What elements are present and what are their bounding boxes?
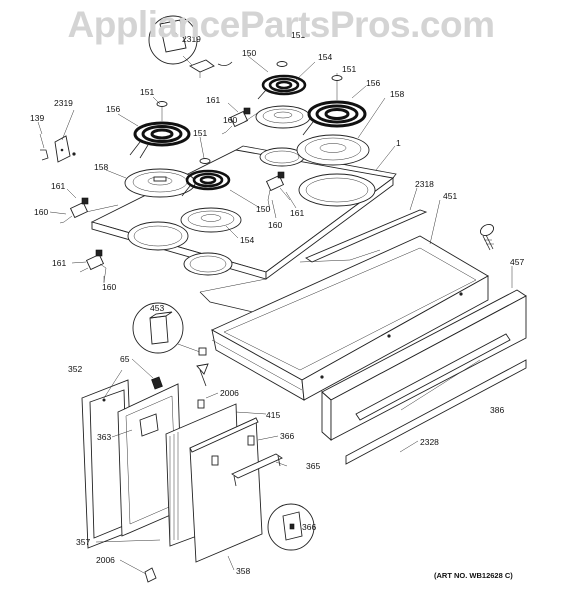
callout-161-right: 161 xyxy=(290,208,304,218)
drip-pan-158-right xyxy=(296,134,370,166)
callout-2319-top: 2319 xyxy=(182,34,201,44)
callout-363: 363 xyxy=(97,432,111,442)
callout-161-mid: 161 xyxy=(206,95,220,105)
callout-453: 453 xyxy=(150,303,164,313)
callout-415: 415 xyxy=(266,410,280,420)
callout-365: 365 xyxy=(306,461,320,471)
callout-2319-left: 2319 xyxy=(54,98,73,108)
callout-151-center: 151 xyxy=(193,128,207,138)
callout-158-left: 158 xyxy=(94,162,108,172)
clip-139 xyxy=(39,133,49,161)
callout-160-mid: 160 xyxy=(223,115,237,125)
bracket-2319-left xyxy=(54,135,76,163)
callout-labels: 2319 150 151 154 151 156 158 161 160 231… xyxy=(30,30,524,580)
callout-151-left: 151 xyxy=(140,87,154,97)
drip-pan-154-top xyxy=(255,105,311,129)
callout-154-top: 154 xyxy=(318,52,332,62)
surface-element-150-center xyxy=(181,158,231,197)
drip-pan-154-center xyxy=(180,207,242,233)
callout-357: 357 xyxy=(76,537,90,547)
callout-2006-bottom: 2006 xyxy=(96,555,115,565)
callout-150-center: 150 xyxy=(256,204,270,214)
callout-366-bottom: 366 xyxy=(302,522,316,532)
screw-detail xyxy=(479,223,495,251)
callout-160-right: 160 xyxy=(268,220,282,230)
callout-151-top: 151 xyxy=(291,30,305,40)
callout-358: 358 xyxy=(236,566,250,576)
callout-139: 139 xyxy=(30,113,44,123)
callout-161-left: 161 xyxy=(51,181,65,191)
leader-lines xyxy=(37,55,513,575)
receptacle-161-low xyxy=(79,249,107,283)
callout-366-top: 366 xyxy=(280,431,294,441)
callout-161-low: 161 xyxy=(52,258,66,268)
hinge-65 xyxy=(151,376,163,390)
callout-2318: 2318 xyxy=(415,179,434,189)
callout-160-low: 160 xyxy=(102,282,116,292)
receptacle-161-mid xyxy=(221,107,263,135)
surface-element-156-left xyxy=(129,101,191,159)
clip-2006-top xyxy=(196,363,209,409)
handle-365 xyxy=(231,453,283,487)
art-number: (ART NO. WB12628 C) xyxy=(434,571,513,580)
callout-65: 65 xyxy=(120,354,130,364)
callout-158-tr: 158 xyxy=(390,89,404,99)
callout-386: 386 xyxy=(490,405,504,415)
door-front-358 xyxy=(189,417,263,563)
cooktop-main-top xyxy=(90,145,397,317)
inset-453-detail xyxy=(132,302,207,356)
callout-451: 451 xyxy=(443,191,457,201)
drawer-front-457 xyxy=(321,289,527,465)
callout-156-left: 156 xyxy=(106,104,120,114)
surface-element-150-top xyxy=(257,61,307,100)
receptacle-161-right xyxy=(265,171,291,211)
callout-2328: 2328 xyxy=(420,437,439,447)
receptacle-161-left xyxy=(59,197,119,224)
clip-2006-bottom xyxy=(144,567,157,583)
callout-160-left: 160 xyxy=(34,207,48,217)
inset-366-detail xyxy=(267,503,315,551)
surface-element-156-right xyxy=(302,75,367,136)
trim-rail-2318 xyxy=(305,209,428,263)
callout-151-tr: 151 xyxy=(342,64,356,74)
callout-457: 457 xyxy=(510,257,524,267)
door-liner-363 xyxy=(117,383,183,537)
drawer-451 xyxy=(210,235,489,401)
callout-156-tr: 156 xyxy=(366,78,380,88)
callout-2006-top: 2006 xyxy=(220,388,239,398)
callout-150-top: 150 xyxy=(242,48,256,58)
inset-2319-detail xyxy=(148,15,233,78)
callout-154-center: 154 xyxy=(240,235,254,245)
callout-352: 352 xyxy=(68,364,82,374)
callout-1: 1 xyxy=(396,138,401,148)
